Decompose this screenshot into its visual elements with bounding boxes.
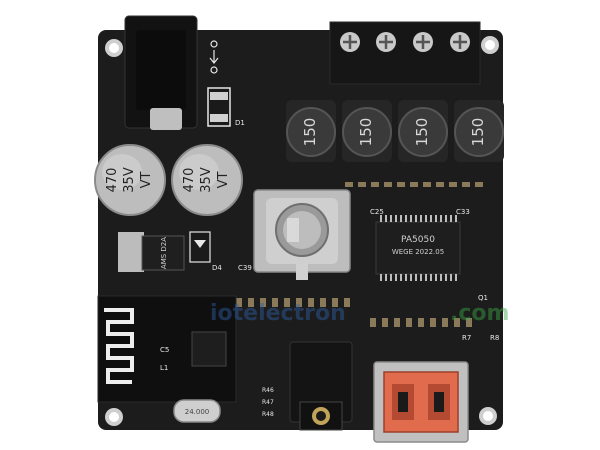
diode-d4: D4 bbox=[189, 231, 222, 272]
terminal-screw-2 bbox=[376, 32, 396, 52]
silk-c5: C5 bbox=[160, 346, 169, 354]
capacitor-1-series: VT bbox=[139, 172, 154, 189]
rotary-encoder bbox=[253, 189, 351, 280]
amp-chip-part: PA5050 bbox=[401, 235, 435, 245]
silk-r46: R46 bbox=[262, 387, 274, 394]
inductor-2: 150 bbox=[342, 100, 392, 162]
inductor-2-label: 150 bbox=[357, 118, 375, 147]
screw-terminal-block bbox=[329, 21, 481, 85]
capacitor-2-value: 470 bbox=[182, 168, 197, 193]
pcb-antenna-trace bbox=[104, 308, 134, 384]
inductor-4: 150 bbox=[454, 100, 504, 162]
amplifier-chip: PA5050 WEGE 2022.05 bbox=[375, 215, 461, 281]
silk-r47: R47 bbox=[262, 399, 274, 406]
silk-d1: D1 bbox=[235, 119, 245, 127]
silk-q1: Q1 bbox=[478, 294, 488, 302]
amp-chip-date: WEGE 2022.05 bbox=[392, 248, 444, 256]
smd-component-row-top bbox=[345, 182, 483, 187]
capacitor-1-voltage: 35V bbox=[122, 167, 137, 193]
diode-d1: D1 bbox=[207, 87, 245, 127]
silk-d4: D4 bbox=[212, 264, 222, 272]
inductor-4-label: 150 bbox=[469, 118, 487, 147]
watermark-suffix: .com bbox=[450, 301, 509, 326]
mounting-hole-bottom-left bbox=[105, 408, 123, 426]
terminal-screw-1 bbox=[340, 32, 360, 52]
silk-r48: R48 bbox=[262, 411, 274, 418]
capacitor-1-value: 470 bbox=[105, 168, 120, 193]
inductor-1: 150 bbox=[286, 100, 336, 162]
voltage-regulator: AMS D2A bbox=[118, 232, 185, 272]
inductor-1-label: 150 bbox=[301, 118, 319, 147]
watermark: iotelectron .com bbox=[210, 301, 509, 326]
mounting-hole-bottom-right bbox=[479, 407, 497, 425]
silk-regulator: AMS D2A bbox=[160, 237, 168, 269]
capacitor-2-voltage: 35V bbox=[199, 167, 214, 193]
inductor-3: 150 bbox=[398, 100, 448, 162]
silk-c25: C25 bbox=[370, 208, 384, 216]
power-arrow-icon bbox=[209, 40, 219, 74]
mounting-hole-top-left bbox=[105, 39, 123, 57]
capacitor-1: 470 35V VT bbox=[94, 144, 166, 216]
silk-l1: L1 bbox=[160, 364, 168, 372]
usb-port bbox=[373, 361, 469, 443]
silk-c39: C39 bbox=[238, 264, 252, 272]
crystal-oscillator: 24.000 bbox=[173, 399, 221, 423]
silk-r8: R8 bbox=[490, 334, 499, 342]
terminal-screw-4 bbox=[450, 32, 470, 52]
terminal-screw-3 bbox=[413, 32, 433, 52]
silk-c33: C33 bbox=[456, 208, 470, 216]
inductor-3-label: 150 bbox=[413, 118, 431, 147]
audio-jack bbox=[289, 341, 353, 431]
mounting-hole-top-right bbox=[481, 36, 499, 54]
crystal-label: 24.000 bbox=[185, 408, 210, 416]
capacitor-2-series: VT bbox=[216, 172, 231, 189]
bluetooth-module: C5 L1 bbox=[97, 295, 237, 403]
silk-r7: R7 bbox=[462, 334, 471, 342]
watermark-prefix: iotelectron bbox=[210, 301, 346, 326]
dc-barrel-jack bbox=[124, 15, 198, 130]
capacitor-2: 470 35V VT bbox=[171, 144, 243, 216]
